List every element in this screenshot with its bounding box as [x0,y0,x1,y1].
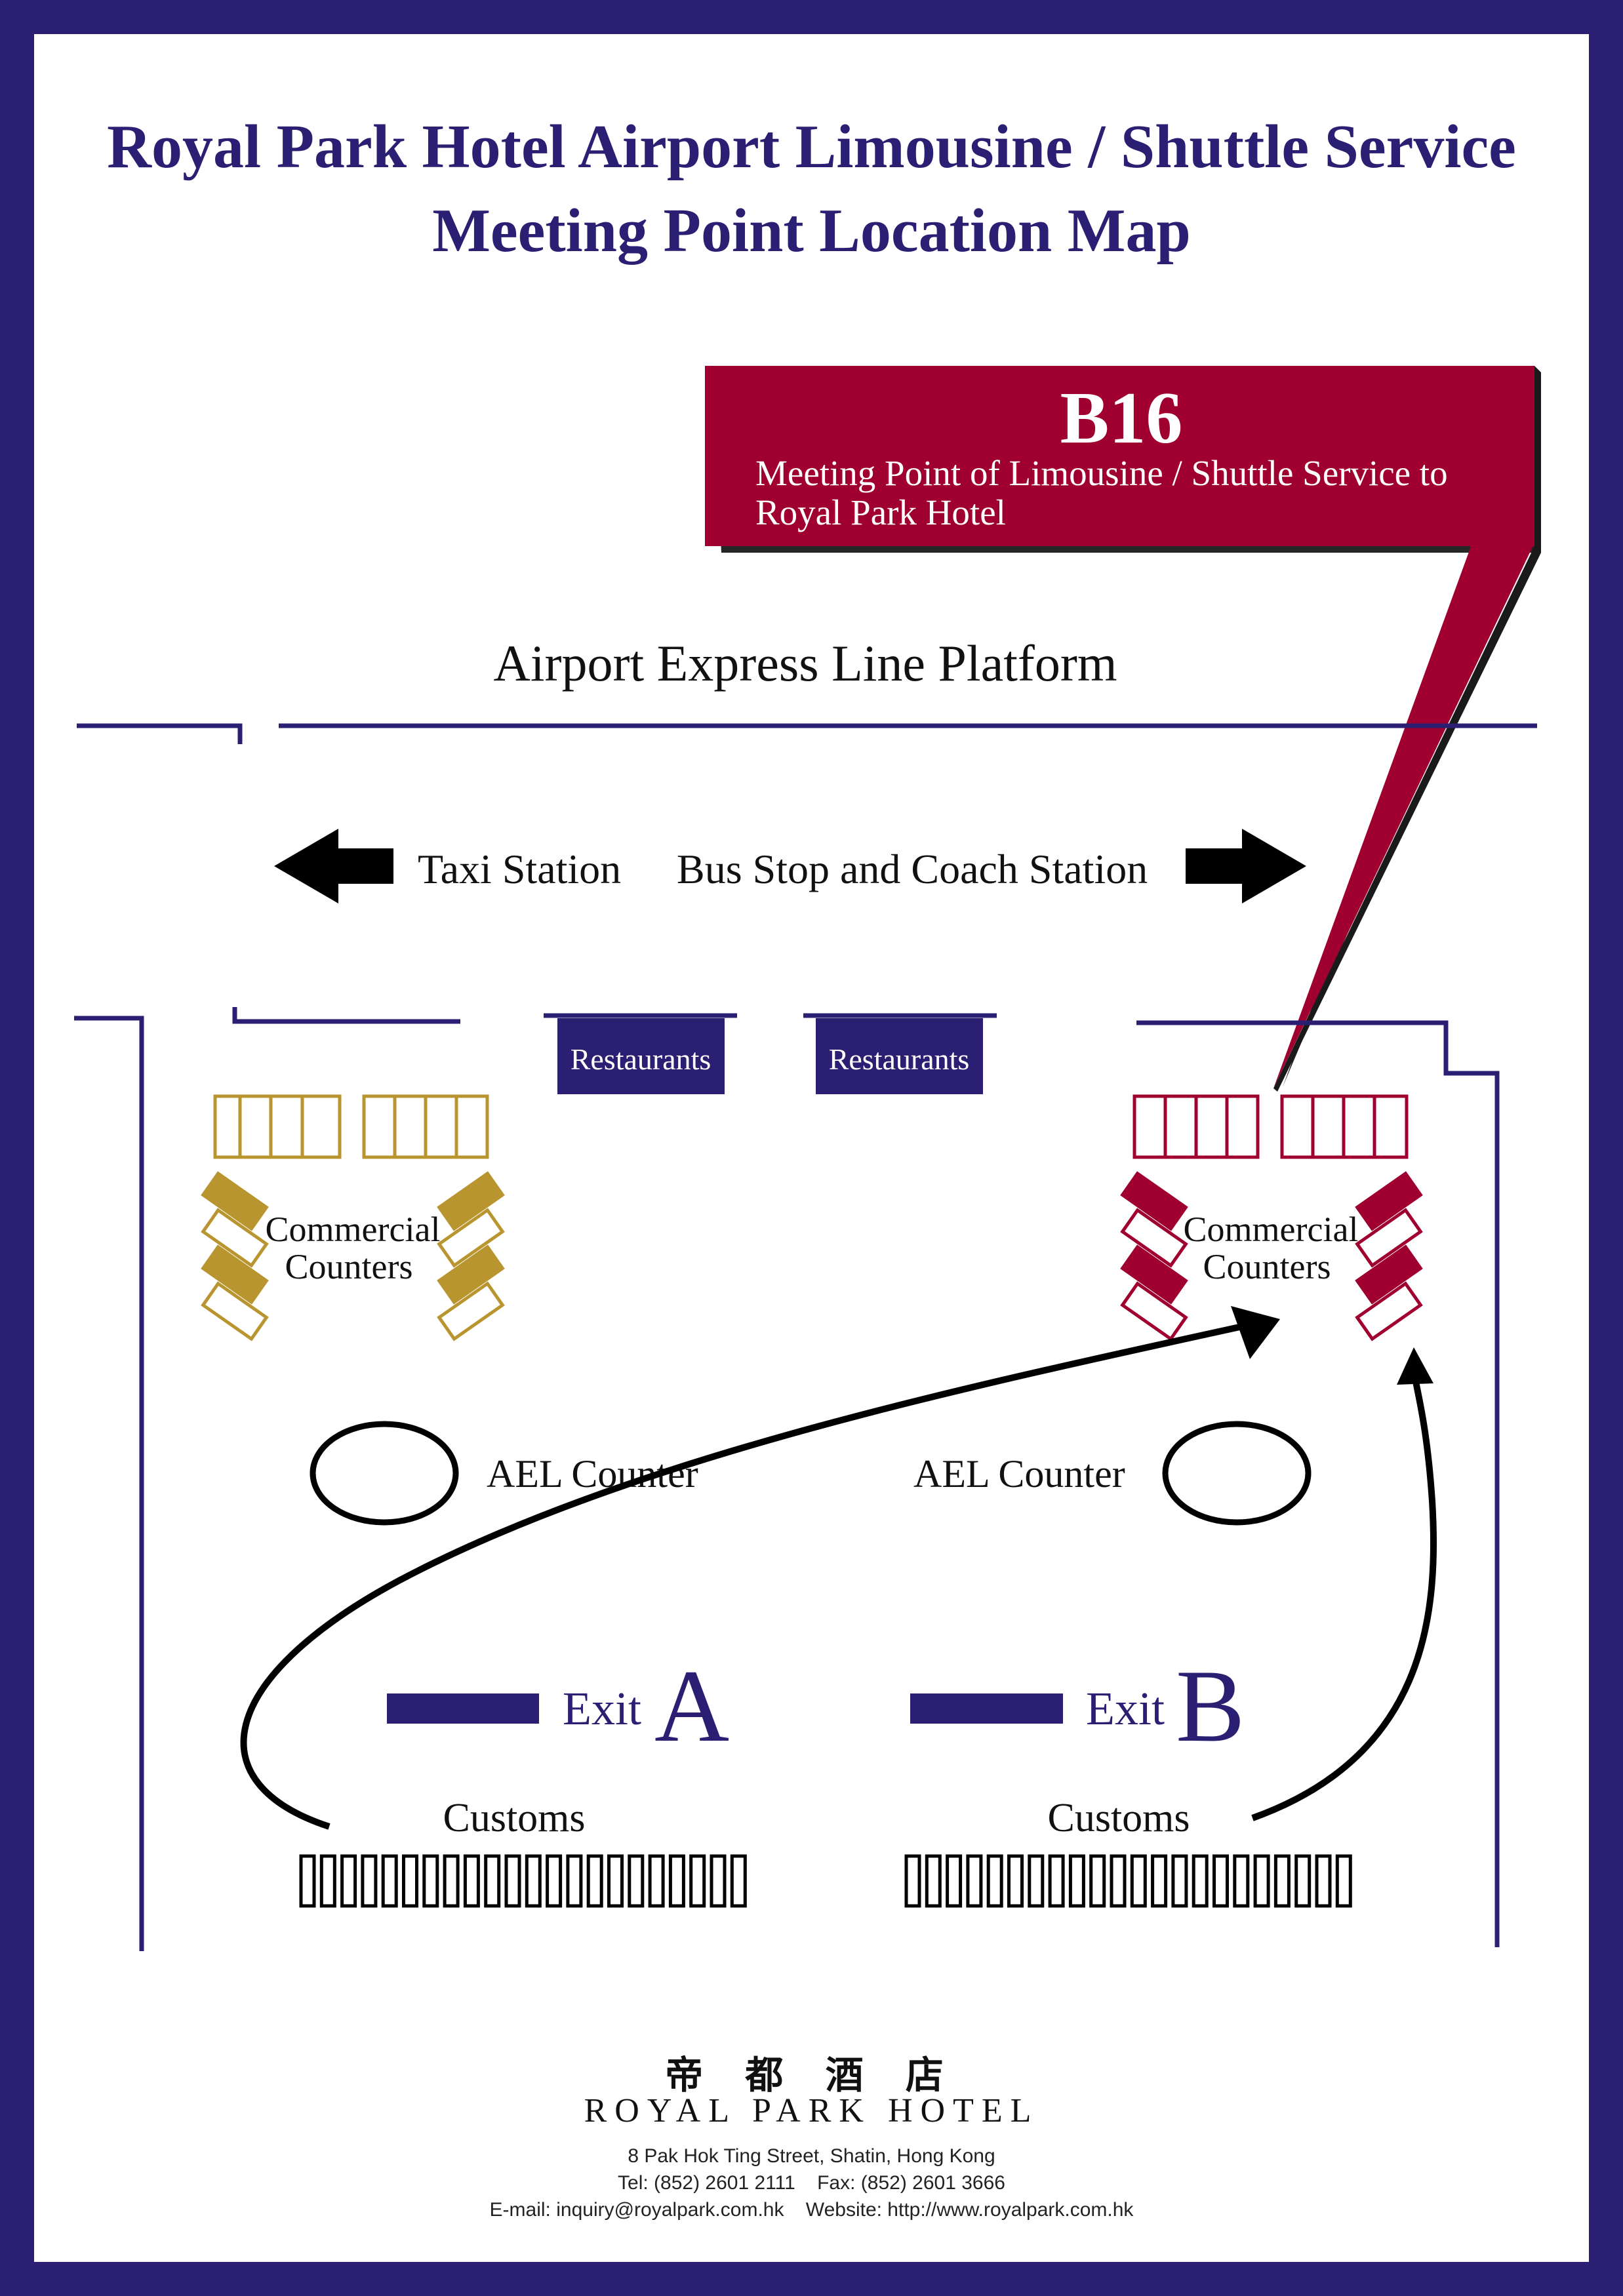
route-b-arrowhead [1397,1347,1433,1385]
counters-right-label-1: Commercial [1184,1210,1359,1249]
customs-booth [1089,1854,1106,1908]
hotel-english-name: ROYAL PARK HOTEL [584,2092,1039,2129]
platform-label: Airport Express Line Platform [494,635,1117,692]
customs-booth [546,1854,563,1908]
meeting-point-callout: B16 Meeting Point of Limousine / Shuttle… [705,366,1541,1092]
customs-booth [1151,1854,1168,1908]
customs-left-label: Customs [443,1796,585,1840]
customs-left: Customs [299,1796,747,1908]
customs-booth [525,1854,542,1908]
restaurant-left: Restaurants [557,1018,725,1094]
customs-booth [422,1854,439,1908]
customs-booth [566,1854,583,1908]
customs-booth [966,1854,983,1908]
customs-booth [1253,1854,1270,1908]
right-arrow-icon [1186,829,1306,903]
customs-booth [402,1854,418,1908]
exit-b-word: Exit [1086,1682,1165,1735]
customs-booth [1171,1854,1188,1908]
customs-booth [607,1854,624,1908]
customs-booth [1130,1854,1147,1908]
left-arrow-icon [274,829,393,903]
customs-booth [689,1854,706,1908]
restaurant-left-label: Restaurants [571,1042,711,1076]
exit-a-word: Exit [563,1682,641,1735]
customs-booth [1068,1854,1085,1908]
customs-booth [1192,1854,1209,1908]
customs-booths-right [904,1854,1352,1908]
customs-booth [1273,1854,1291,1908]
customs-booth [1233,1854,1250,1908]
customs-booth [628,1854,645,1908]
hotel-contact: E-mail: inquiry@royalpark.com.hk Website… [489,2199,1134,2221]
customs-right-label: Customs [1047,1796,1190,1840]
customs-booth [986,1854,1003,1908]
customs-booth [361,1854,378,1908]
customs-booth [319,1854,336,1908]
customs-booth [586,1854,603,1908]
route-from-exit-b [1251,1347,1437,1821]
customs-booth [299,1854,316,1908]
customs-booth [504,1854,521,1908]
customs-booth [730,1854,747,1908]
customs-booth [946,1854,963,1908]
route-a-arrowhead [1231,1306,1280,1359]
counters-left-label-1: Commercial [266,1210,441,1249]
customs-booth [1028,1854,1045,1908]
taxi-direction: Taxi Station [274,829,621,903]
customs-booth [381,1854,398,1908]
callout-code: B16 [1060,378,1183,459]
customs-booth [904,1854,921,1908]
callout-line-2: Royal Park Hotel [755,492,1006,532]
page-title-line-1: Royal Park Hotel Airport Limousine / Shu… [107,113,1516,181]
ael-counter-left: AEL Counter [310,1421,698,1526]
ael-counter-right: AEL Counter [913,1421,1312,1526]
customs-booth [1212,1854,1229,1908]
customs-booth [925,1854,942,1908]
customs-booth [484,1854,501,1908]
bus-direction: Bus Stop and Coach Station [677,829,1306,903]
taxi-station-label: Taxi Station [418,846,621,892]
exit-b-letter: B [1176,1649,1245,1764]
commercial-counters-right [1120,1094,1423,1341]
restaurant-right-label: Restaurants [829,1042,970,1076]
customs-right: Customs [904,1796,1352,1908]
customs-booth [1315,1854,1332,1908]
hotel-chinese-name: 帝 都 酒 店 [665,2053,958,2097]
hall-walls [74,1007,1500,1951]
exit-b: Exit B [910,1649,1245,1764]
restaurant-right: Restaurants [816,1018,983,1094]
customs-booth [1110,1854,1127,1908]
bus-station-label: Bus Stop and Coach Station [677,846,1148,892]
customs-booth [1294,1854,1312,1908]
counters-right-label-2: Counters [1203,1247,1331,1286]
exit-a-letter: A [654,1649,729,1764]
callout-line-1: Meeting Point of Limousine / Shuttle Ser… [755,453,1448,493]
customs-booth [1048,1854,1065,1908]
hotel-address: 8 Pak Hok Ting Street, Shatin, Hong Kong [628,2145,995,2167]
platform-edge [77,723,1537,744]
customs-booth [668,1854,685,1908]
counters-left-label-2: Counters [285,1247,413,1286]
hotel-phone: Tel: (852) 2601 2111 Fax: (852) 2601 366… [618,2172,1005,2194]
customs-booths-left [299,1854,747,1908]
exit-a: Exit A [387,1649,729,1764]
ael-counter-right-label: AEL Counter [913,1452,1125,1495]
route-from-exit-a [240,1306,1280,1830]
customs-booth [1335,1854,1352,1908]
customs-booth [340,1854,357,1908]
commercial-counters-left [201,1094,505,1341]
customs-booth [710,1854,727,1908]
page-title-line-2: Meeting Point Location Map [432,197,1191,265]
customs-booth [463,1854,480,1908]
customs-booth [443,1854,460,1908]
customs-booth [1007,1854,1024,1908]
customs-booth [648,1854,665,1908]
